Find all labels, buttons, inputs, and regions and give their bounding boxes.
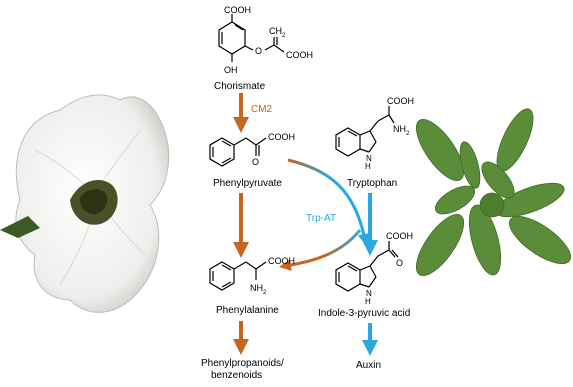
phenylpyruvate-label: Phenylpyruvate [213,178,282,189]
cooh-label: COOH [224,5,251,15]
cooh-label: COOH [386,231,413,241]
benzenoids-label: benzenoids [211,370,262,381]
indole-n-label: N [366,154,372,163]
indole-h-label: H [365,162,371,171]
auxin-label: Auxin [356,360,381,371]
indole-3-pyruvic-acid-structure [335,241,399,292]
chorismate-structure [218,14,285,62]
oxygen-label: O [255,46,262,56]
indole-n-label: N [366,289,372,298]
phenylpyruvate-structure [209,137,267,167]
nh2-label: NH2 [393,124,410,137]
cooh-label: COOH [286,50,313,60]
tryptophan-label: Tryptophan [347,178,397,189]
arabidopsis-rosette-image [415,108,571,276]
phenylpropanoids-label: Phenylpropanoids/ [201,358,284,369]
phenylalanine-label: Phenylalanine [216,305,279,316]
cooh-label: COOH [268,132,295,142]
tryptophan-structure [335,106,395,157]
cooh-label: COOH [387,96,414,106]
indole-3-pyruvic-acid-label: Indole-3-pyruvic acid [318,308,410,319]
trp-to-phenylalanine-arrow [279,229,362,271]
oxygen-label: O [252,157,259,167]
ch2-label: CH2 [269,26,286,39]
phenylalanine-structure [209,261,267,291]
oxygen-label: O [396,258,403,268]
indole-h-label: H [365,297,371,306]
chorismate-label: Chorismate [214,81,266,92]
trp-at-enzyme-label: Trp-AT [306,213,336,224]
hydroxyl-label: OH [224,65,238,75]
cooh-label: COOH [268,256,295,266]
petunia-flower-image [0,94,170,313]
phenylpyruvate-to-ipa-arrow [287,158,370,246]
cm2-enzyme-label: CM2 [251,104,273,115]
nh2-label: NH2 [250,283,267,296]
